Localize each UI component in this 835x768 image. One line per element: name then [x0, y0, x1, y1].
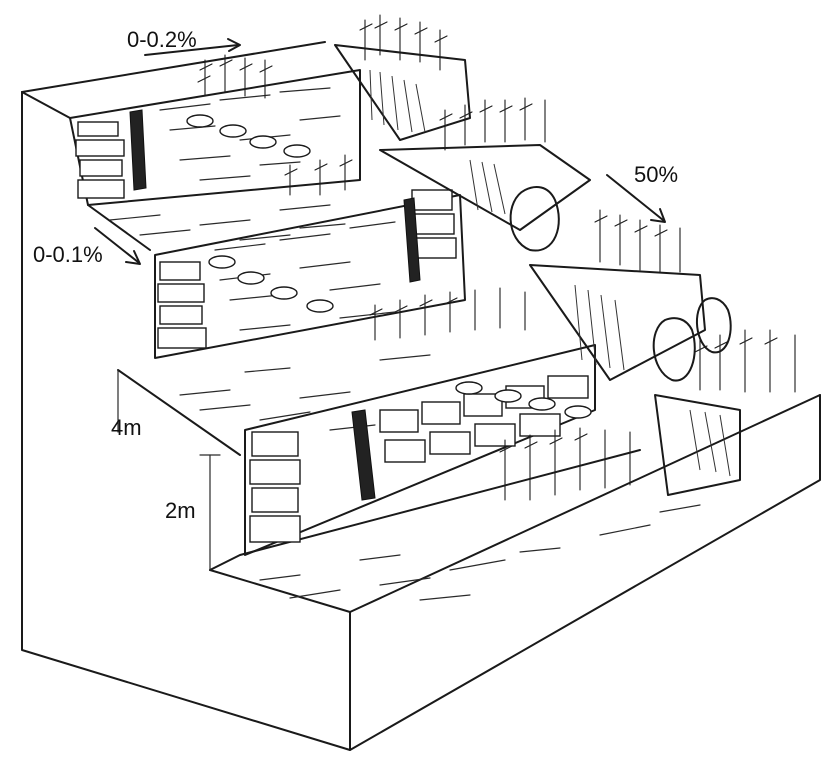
retaining-wall-top: [69, 69, 361, 206]
slope-arrow-hill: [606, 174, 664, 221]
slope-arrows: [94, 38, 666, 265]
height-markers: [117, 369, 221, 571]
height-label-lower: 2m: [165, 498, 196, 523]
arrow-head-icon: [227, 38, 241, 52]
arrow-head-icon: [125, 250, 141, 265]
slope-label-hill: 50%: [634, 162, 678, 187]
crop-rows: [197, 14, 796, 501]
shrubs: [509, 186, 732, 382]
arrow-head-icon: [650, 208, 666, 223]
terrace-floor-lower: [209, 449, 701, 613]
slope-label-top: 0-0.2%: [127, 27, 197, 52]
slope-label-mid: 0-0.1%: [33, 242, 103, 267]
retaining-wall-middle: [154, 189, 466, 359]
terrain-block: [21, 41, 821, 751]
slope-arrow-top: [144, 44, 239, 56]
terrace-floor-middle: [117, 354, 431, 456]
terrace-floor-upper: [87, 204, 346, 251]
slope-arrow-mid: [94, 227, 139, 263]
hillside-walls: [334, 44, 741, 496]
height-label-upper: 4m: [111, 415, 142, 440]
retaining-wall-lower: [244, 344, 596, 556]
